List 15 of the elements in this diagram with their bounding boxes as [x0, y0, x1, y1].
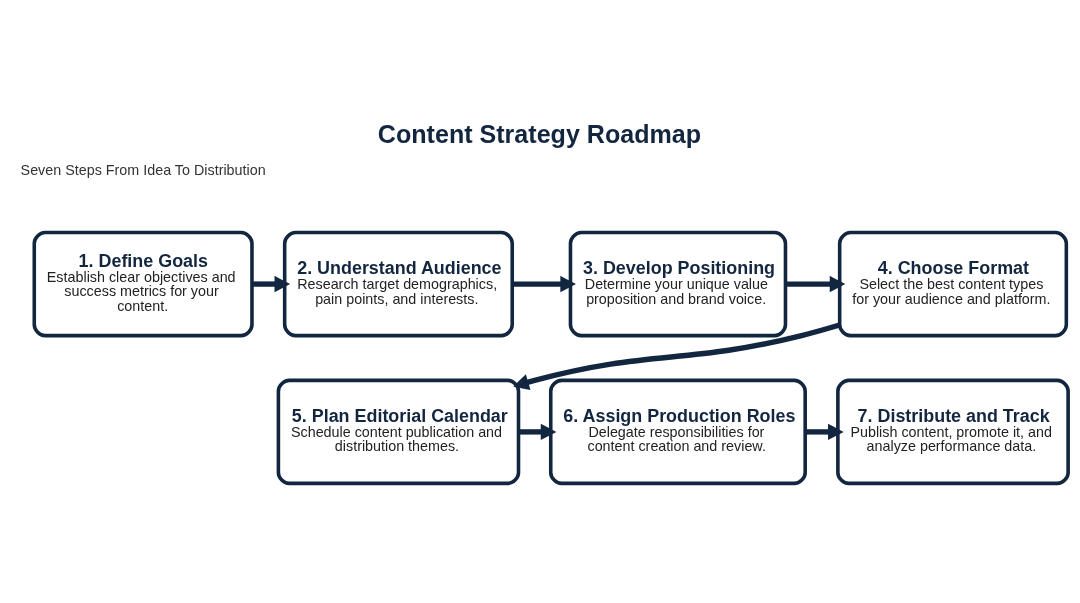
arrow	[805, 423, 844, 440]
label: Seven Steps From Idea To Distribution	[20, 161, 266, 178]
diagram-title: Content Strategy Roadmap	[377, 119, 702, 148]
node-box: 7. Distribute and Track Publish content, promote it, and analyze performance data.	[836, 378, 1070, 485]
arrow	[512, 275, 576, 292]
arrow	[252, 275, 291, 292]
arrow	[513, 321, 841, 390]
node-box: 5. Plan Editorial Calendar Schedule content publication and distribution themes.	[276, 378, 521, 485]
node-box: 6. Assign Production Roles Delegate responsibilities for content creation and review.	[548, 378, 807, 485]
arrow	[518, 423, 557, 440]
node-box: 3. Develop Positioning Determine your unique value proposition and brand voice.	[568, 230, 788, 337]
node-box: 1. Define Goals Establish clear objectives and success metrics for your content.	[32, 230, 254, 337]
arrow	[785, 275, 846, 292]
node-box: 4. Choose Format Select the best content types for your audience and platform.	[837, 230, 1069, 337]
node-box: 2. Understand Audience Research target demographics, pain points, and interests.	[282, 230, 514, 337]
